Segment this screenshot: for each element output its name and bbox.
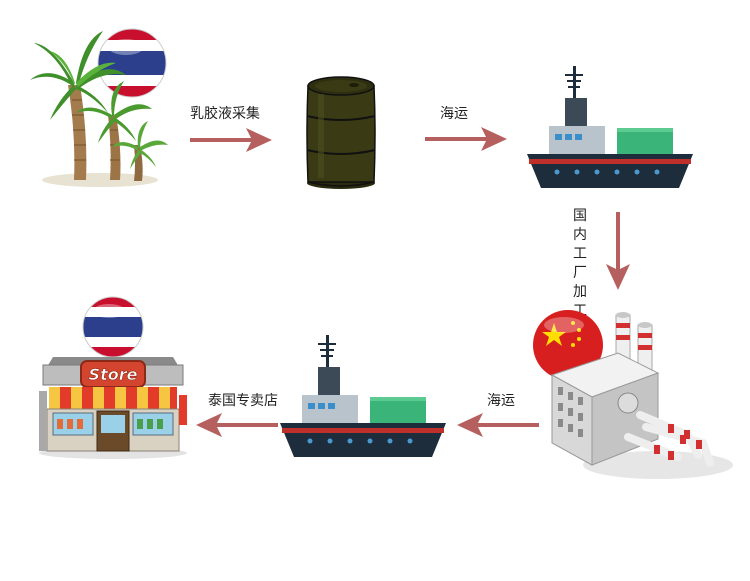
oil-barrel-icon (306, 76, 376, 189)
step-label-domestic-processing: 国内工厂加工 (573, 208, 587, 319)
factory-icon (533, 310, 733, 479)
palm-trees-icon (30, 28, 168, 187)
step-label-shipping-1: 海运 (440, 106, 468, 122)
step-label-thai-store: 泰国专卖店 (208, 393, 278, 409)
arrow-down-icon (606, 212, 630, 290)
cargo-ship-icon (280, 335, 446, 457)
thailand-flag-icon (82, 296, 144, 358)
arrow-right-icon (190, 128, 272, 152)
step-label-latex-collection: 乳胶液采集 (190, 106, 260, 122)
arrow-right-icon (425, 127, 507, 151)
step-label-shipping-2: 海运 (487, 393, 515, 409)
storefront-icon: Store (39, 296, 187, 459)
arrow-left-icon (457, 413, 539, 437)
cargo-ship-icon (527, 66, 693, 188)
arrow-left-icon (196, 413, 278, 437)
china-flag-icon (533, 310, 603, 380)
store-sign-text: Store (89, 365, 138, 384)
